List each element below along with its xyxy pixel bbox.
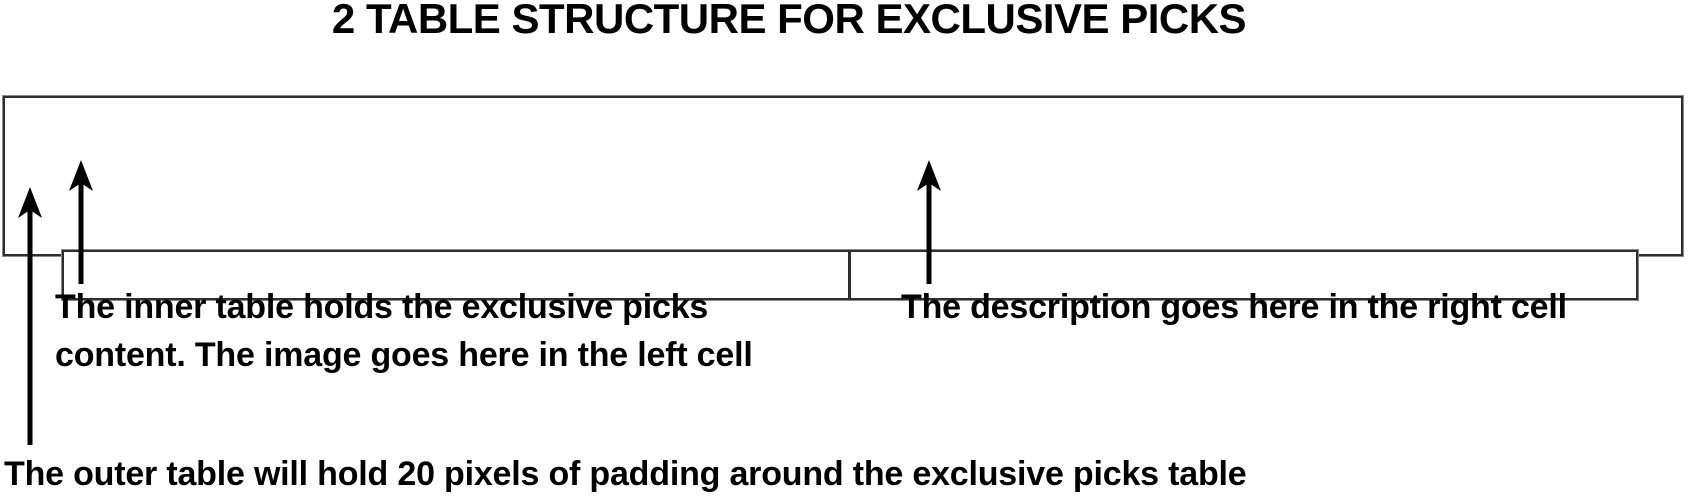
- inner-table-box: [61, 249, 1639, 301]
- annotation-line: The inner table holds the exclusive pick…: [55, 288, 709, 326]
- outer-table-box: [2, 95, 1684, 301]
- page-title: 2 TABLE STRUCTURE FOR EXCLUSIVE PICKS: [331, 0, 1247, 42]
- inner-table-annotation: The inner table holds the exclusive pick…: [55, 283, 753, 379]
- inner-table-left-cell: [64, 252, 851, 298]
- arrow-up-icon: [69, 160, 93, 284]
- arrow-up-icon: [18, 187, 42, 445]
- arrow-up-icon: [917, 160, 941, 284]
- right-cell-annotation: The description goes here in the right c…: [901, 288, 1567, 326]
- annotation-line: content. The image goes here in the left…: [55, 336, 753, 374]
- outer-table-annotation: The outer table will hold 20 pixels of p…: [4, 455, 1247, 493]
